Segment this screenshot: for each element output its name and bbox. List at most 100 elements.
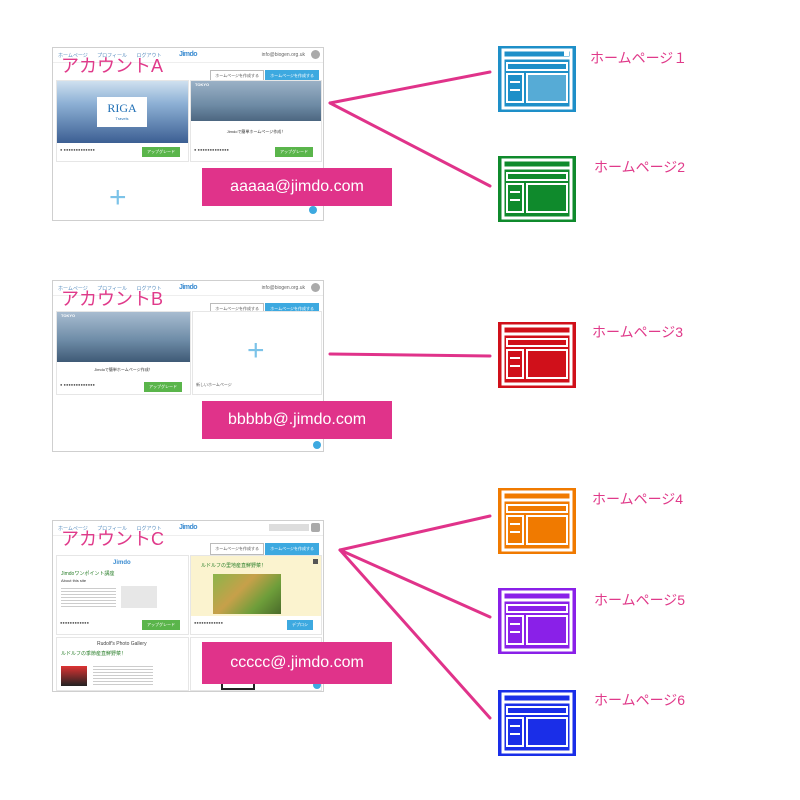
jimdo-logo: Jimdo xyxy=(178,524,198,531)
create-homepage-button[interactable]: ホームページを作成する xyxy=(210,543,265,555)
homepage-4-icon xyxy=(498,488,576,554)
nav-menu: ホームページ プロフィール ログアウト xyxy=(58,285,169,292)
site-thumbnail: TOKYO xyxy=(57,312,190,362)
avatar[interactable] xyxy=(311,50,320,59)
account-c-email: ccccc@.jimdo.com xyxy=(202,642,392,684)
account-b-label: アカウントB xyxy=(61,289,164,309)
homepage-1-icon xyxy=(498,46,576,112)
card-title: Jimdoワンポイント講座 xyxy=(61,571,115,577)
nav-item-profile[interactable]: プロフィール xyxy=(97,53,128,59)
homepage-6-icon xyxy=(498,690,576,756)
connector-a-hp1 xyxy=(328,70,492,105)
connector-c-hp4 xyxy=(338,514,492,552)
close-icon[interactable] xyxy=(313,559,318,564)
riga-title-box: RIGA Travels xyxy=(97,97,147,127)
homepage-6-label: ホームページ6 xyxy=(594,692,686,708)
developer-button[interactable]: デプロシ xyxy=(287,620,313,630)
connector-a-hp2 xyxy=(328,101,492,188)
top-nav-bar: ホームページ プロフィール ログアウト Jimdo xyxy=(53,521,323,536)
tokyo-tagline: Jimdoで簡単ホームページ作成！ xyxy=(226,129,286,134)
jimdo-logo: Jimdo xyxy=(178,51,198,58)
nav-item-homepage[interactable]: ホームページ xyxy=(58,286,88,292)
homepage-3-icon xyxy=(498,322,576,388)
top-nav-bar: ホームページ プロフィール ログアウト Jimdo info@biogen.or… xyxy=(53,281,323,296)
card-subtitle: ルドルフの季節産直鮮野菜！ xyxy=(61,651,127,657)
account-b-email: bbbbb@.jimdo.com xyxy=(202,401,392,439)
jimdo-logo: Jimdo xyxy=(113,560,131,566)
riga-title: RIGA xyxy=(107,101,137,115)
site-card-meta: ● ●●●●●●●●●●●●● xyxy=(60,147,95,152)
top-nav-bar: ホームページ プロフィール ログアウト Jimdo info@biogen.or… xyxy=(53,48,323,63)
jimdo-logo: Jimdo xyxy=(178,284,198,291)
site-card-meta: ●●●●●●●●●●●● xyxy=(194,620,223,625)
account-a-label: アカウントA xyxy=(61,56,164,76)
add-site-plus-icon[interactable]: + xyxy=(109,181,127,214)
nav-item-logout[interactable]: ログアウト xyxy=(136,286,162,292)
site-card-meta: ● ●●●●●●●●●●●●● xyxy=(60,382,95,387)
upgrade-button[interactable]: アップグレード xyxy=(142,620,180,630)
site-card-gallery[interactable]: Rudolf's Photo Gallery ルドルフの季節産直鮮野菜！ xyxy=(56,637,189,691)
site-thumbnail: ルドルフの里地産直鮮野菜！ xyxy=(191,556,321,616)
nav-menu: ホームページ プロフィール ログアウト xyxy=(58,52,169,59)
site-card-riga[interactable]: RIGA Travels ● ●●●●●●●●●●●●● アップグレード xyxy=(56,80,189,162)
new-homepage-button[interactable]: ホームページを作成する xyxy=(265,70,319,82)
connector-b-hp3 xyxy=(328,352,492,358)
homepage-2-icon xyxy=(498,156,576,222)
homepage-5-icon xyxy=(498,588,576,654)
site-card-vegetables[interactable]: ルドルフの里地産直鮮野菜！ ●●●●●●●●●●●● デプロシ xyxy=(190,555,322,635)
upgrade-button[interactable]: アップグレード xyxy=(142,147,180,157)
nav-item-profile[interactable]: プロフィール xyxy=(97,286,128,292)
connector-c-hp6 xyxy=(338,548,492,720)
homepage-1-label: ホームページ１ xyxy=(590,50,688,66)
avatar[interactable] xyxy=(311,283,320,292)
nav-item-logout[interactable]: ログアウト xyxy=(136,53,162,59)
tokyo-tagline: Jimdoで簡単ホームページ作成！ xyxy=(94,367,153,372)
account-a-email: aaaaa@jimdo.com xyxy=(202,168,392,206)
help-icon[interactable] xyxy=(313,441,321,449)
site-card-tokyo[interactable]: TOKYO Jimdoで簡単ホームページ作成！ ● ●●●●●●●●●●●●● … xyxy=(190,80,322,162)
new-site-label: 新しいホームページ xyxy=(196,382,232,387)
card-title: ルドルフの里地産直鮮野菜！ xyxy=(201,563,267,569)
homepage-3-label: ホームページ3 xyxy=(592,324,684,340)
text-lines xyxy=(61,586,116,608)
account-c-label: アカウントC xyxy=(61,529,164,549)
avatar[interactable] xyxy=(311,523,320,532)
connector-c-hp5 xyxy=(338,548,492,619)
site-thumbnail: RIGA Travels xyxy=(57,81,188,143)
tokyo-title: TOKYO xyxy=(61,313,76,318)
nav-menu: ホームページ プロフィール ログアウト xyxy=(58,525,169,532)
site-card-tokyo[interactable]: TOKYO Jimdoで簡単ホームページ作成！ ● ●●●●●●●●●●●●● … xyxy=(56,311,191,395)
new-homepage-button[interactable]: ホームページを作成する xyxy=(265,543,319,555)
site-card-meta: ● ●●●●●●●●●●●●● xyxy=(194,147,229,152)
card-title: Rudolf's Photo Gallery xyxy=(97,641,147,647)
nav-item-homepage[interactable]: ホームページ xyxy=(58,53,88,59)
image-placeholder xyxy=(121,586,157,608)
site-card-new[interactable]: + 新しいホームページ xyxy=(192,311,322,395)
photo-thumbnail xyxy=(61,666,87,686)
action-buttons: ホームページを作成する ホームページを作成する xyxy=(210,543,319,555)
user-email-box xyxy=(269,524,309,531)
user-email: info@biogen.org.uk xyxy=(261,52,305,58)
upgrade-button[interactable]: アップグレード xyxy=(144,382,182,392)
homepage-4-label: ホームページ4 xyxy=(592,491,684,507)
site-card-meta: ●●●●●●●●●●●● xyxy=(60,620,89,625)
add-site-plus-icon[interactable]: + xyxy=(247,334,265,367)
nav-item-profile[interactable]: プロフィール xyxy=(97,526,128,532)
riga-subtitle: Travels xyxy=(115,116,129,121)
nav-item-logout[interactable]: ログアウト xyxy=(136,526,162,532)
account-a-screenshot: ホームページ プロフィール ログアウト Jimdo info@biogen.or… xyxy=(52,47,324,221)
help-icon[interactable] xyxy=(309,206,317,214)
vegetable-image xyxy=(213,574,281,614)
homepage-5-label: ホームページ5 xyxy=(594,592,686,608)
action-buttons: ホームページを作成する ホームページを作成する xyxy=(210,70,319,82)
user-email: info@biogen.org.uk xyxy=(261,285,305,291)
site-card-onepoint[interactable]: Jimdo Jimdoワンポイント講座 About this site ●●●●… xyxy=(56,555,189,635)
upgrade-button[interactable]: アップグレード xyxy=(275,147,313,157)
text-lines xyxy=(93,664,153,686)
tokyo-title: TOKYO xyxy=(195,82,210,87)
nav-item-homepage[interactable]: ホームページ xyxy=(58,526,88,532)
homepage-2-label: ホームページ2 xyxy=(594,159,686,175)
help-icon[interactable] xyxy=(313,681,321,689)
card-subtitle: About this site xyxy=(61,578,87,583)
